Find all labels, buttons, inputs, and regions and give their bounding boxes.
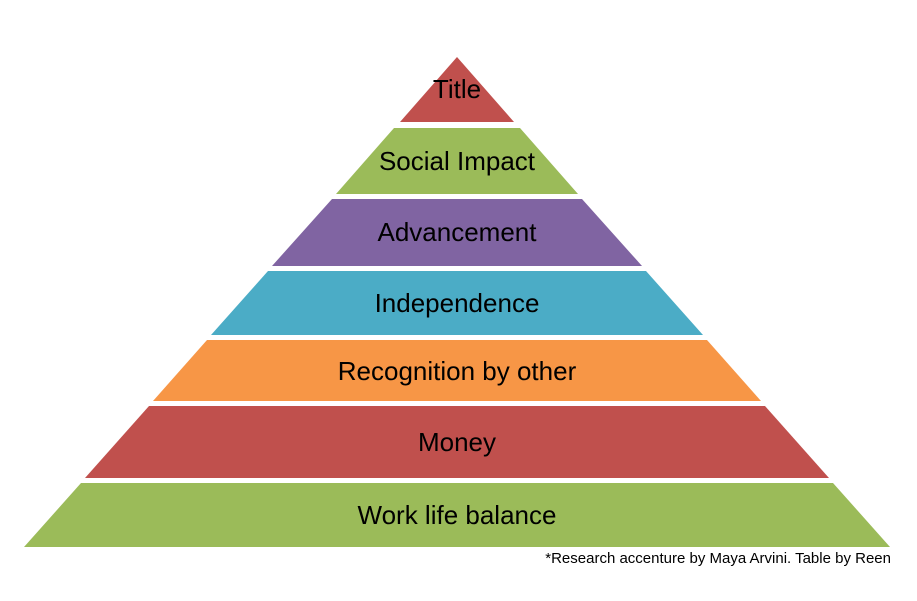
pyramid-segment-label: Title bbox=[433, 74, 481, 104]
pyramid-segment-shape bbox=[24, 483, 890, 547]
pyramid-segment-shape bbox=[272, 199, 642, 266]
pyramid-segment-shape bbox=[85, 406, 829, 478]
pyramid-segment-label: Social Impact bbox=[379, 146, 536, 176]
pyramid-segment-label: Work life balance bbox=[358, 500, 557, 530]
pyramid-segment-shape bbox=[153, 340, 761, 401]
pyramid-layer-title: Title bbox=[400, 57, 514, 122]
pyramid-layer-money: Money bbox=[85, 406, 829, 478]
pyramid-layer-work-life-balance: Work life balance bbox=[24, 483, 890, 547]
pyramid-segment-label: Recognition by other bbox=[338, 356, 577, 386]
footnote: *Research accenture by Maya Arvini. Tabl… bbox=[545, 550, 891, 567]
pyramid-segment-label: Money bbox=[418, 427, 496, 457]
pyramid-segment-shape bbox=[211, 271, 703, 335]
pyramid-segment-label: Independence bbox=[375, 288, 540, 318]
pyramid-layer-advancement: Advancement bbox=[272, 199, 642, 266]
pyramid-segment-shape bbox=[400, 57, 514, 122]
pyramid-layer-social-impact: Social Impact bbox=[336, 128, 578, 194]
pyramid-layer-recognition-by-other: Recognition by other bbox=[153, 340, 761, 401]
pyramid-layer-independence: Independence bbox=[211, 271, 703, 335]
pyramid-segment-label: Advancement bbox=[378, 217, 538, 247]
pyramid-segment-shape bbox=[336, 128, 578, 194]
